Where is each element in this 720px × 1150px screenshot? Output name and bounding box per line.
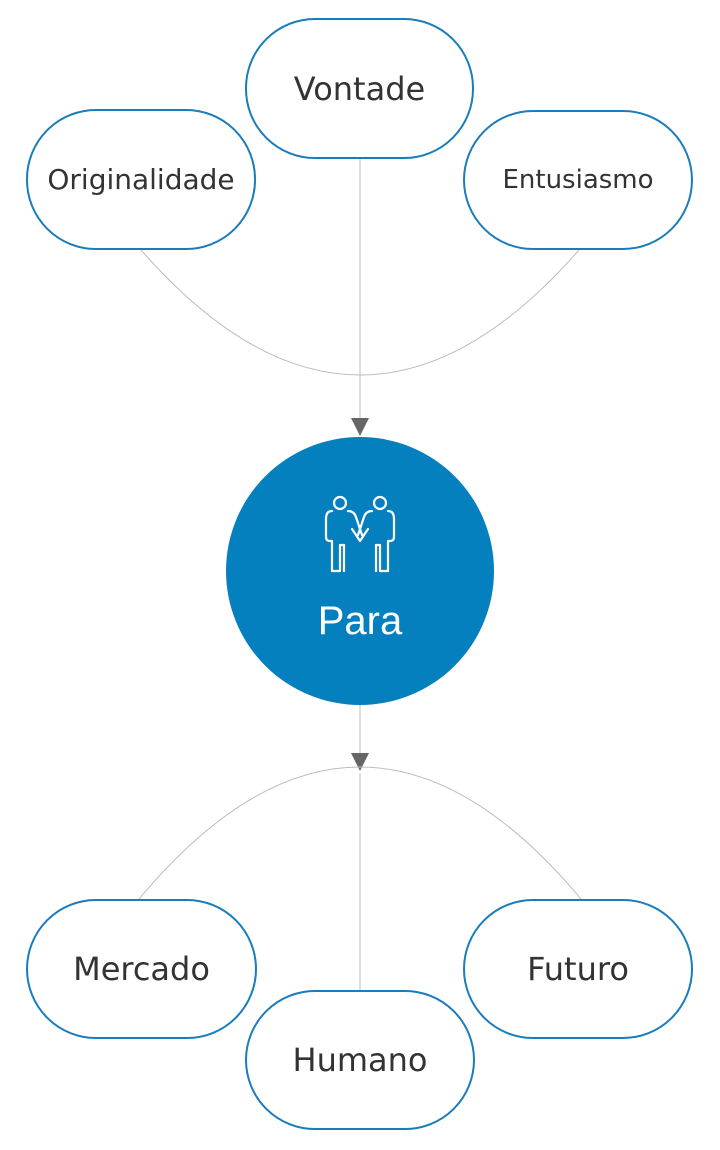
node-humano: Humano [245,990,475,1130]
node-label: Entusiasmo [502,165,654,195]
top-arrow-icon [351,418,369,436]
handshake-people-icon [324,495,396,573]
node-label: Vontade [293,69,426,108]
node-entusiasmo: Entusiasmo [463,110,693,250]
node-futuro: Futuro [463,899,693,1039]
node-mercado: Mercado [26,899,257,1039]
node-label: Humano [292,1041,428,1079]
node-label: Mercado [73,950,210,988]
bottom-connector-arc [138,766,582,900]
node-originalidade: Originalidade [26,109,256,250]
center-node: Para [226,437,494,705]
node-label: Futuro [527,950,629,988]
center-label: Para [317,599,403,643]
bottom-arrow-icon [351,753,369,771]
node-label: Originalidade [47,163,235,196]
node-vontade: Vontade [245,18,474,159]
